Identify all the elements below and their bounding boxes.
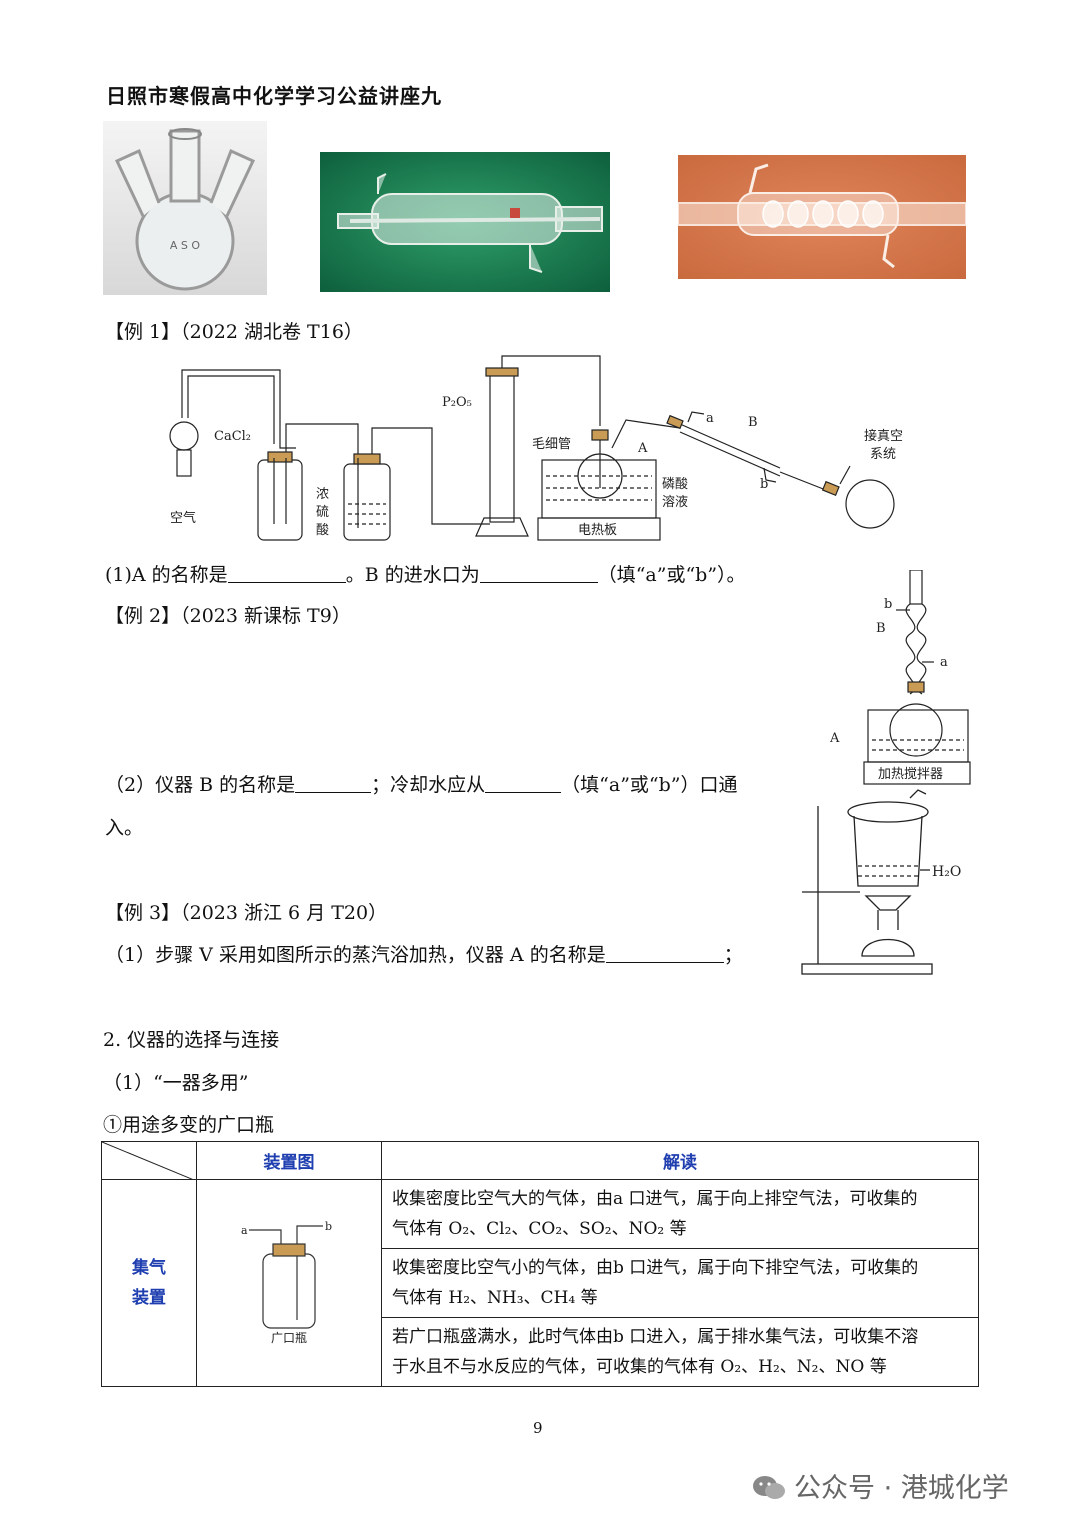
photo-brand-label: A S O [170,239,201,252]
row-label-gas-collection: 集气 装置 [101,1179,197,1387]
example2-question-line2: 入。 [105,817,144,839]
example2-reflux-diagram: b B a A 加热搅拌器 [829,570,971,785]
bottle-usage-table: 装置图 解读 集气 装置 a b 广口瓶 收集密度比空气大的气体，由a [101,1141,979,1387]
condenser-b-label: B [748,415,758,430]
watermark: 公众号 · 港城化学 [752,1466,1009,1505]
answer-blank-5[interactable] [605,944,724,963]
reflux-b-label: b [884,597,892,612]
bottle-name-label: 广口瓶 [271,1331,307,1345]
section2-sub2: ①用途多变的广口瓶 [103,1114,275,1136]
wechat-icon [752,1475,786,1501]
answer-blank-1[interactable] [227,564,346,583]
example3-question: （1）步骤 V 采用如图所示的蒸汽浴加热，仪器 A 的名称是； [105,944,743,966]
bottle-a-label: a [241,1224,248,1237]
conc-acid-label-3: 酸 [316,523,329,538]
reflux-condenser-label: B [876,621,886,636]
answer-blank-2[interactable] [479,564,598,583]
phosphoric-label-2: 溶液 [662,495,688,510]
bottle-b-label: b [325,1220,332,1233]
flask-a-label: A [637,441,648,456]
reflux-a-label: a [940,655,948,670]
example2-heading: 【例 2】（2023 新课标 T9） [105,605,351,627]
example3-steam-bath-diagram: H₂O [801,789,961,975]
section2-sub1: （1）“一器多用” [103,1072,249,1094]
inlet-b-label: b [760,477,768,492]
conc-acid-label-2: 硫 [316,505,329,520]
phosphoric-label-1: 磷酸 [662,477,688,492]
inlet-a-label: a [706,411,714,426]
table-row: 若广口瓶盛满水，此时气体由b 口进入，属于排水集气法，可收集不溶 于水且不与水反… [381,1317,979,1387]
stirrer-label: 加热搅拌器 [878,766,943,782]
example1-apparatus-diagram: CaCl₂ 空气 浓 硫 酸 P₂O₅ 毛细管 A 磷酸 溶液 电热板 a B … [169,355,903,541]
capillary-label: 毛细管 [532,437,571,452]
reflux-A-label: A [829,731,840,746]
vacuum-label-2: 系统 [870,447,896,462]
header-device: 装置图 [196,1141,382,1180]
conc-acid-label-1: 浓 [316,487,329,502]
air-label: 空气 [170,510,196,526]
example1-question: (1)A 的名称是。B 的进水口为（填“a”或“b”）。 [105,564,746,586]
three-neck-flask-photo: A S O [103,121,267,295]
wide-mouth-bottle-diagram: a b 广口瓶 [241,1220,332,1345]
page-title: 日照市寒假高中化学学习公益讲座九 [106,84,442,108]
answer-blank-3[interactable] [295,774,372,793]
header-reading: 解读 [381,1141,979,1180]
p2o5-label: P₂O₅ [442,395,472,410]
example3-heading: 【例 3】（2023 浙江 6 月 T20） [105,902,388,924]
section2-heading: 2. 仪器的选择与连接 [103,1029,280,1051]
cacl2-label: CaCl₂ [214,429,251,444]
vacuum-label-1: 接真空 [864,428,903,444]
answer-blank-4[interactable] [485,774,562,793]
table-row: 收集密度比空气大的气体，由a 口进气，属于向上排空气法，可收集的 气体有 O₂、… [381,1179,979,1249]
example2-question-line1: （2）仪器 B 的名称是；冷却水应从（填“a”或“b”）口通 [105,774,738,796]
page-number: 9 [533,1419,543,1437]
hotplate-label: 电热板 [578,523,617,538]
bulb-condenser-photo-orange [678,155,966,279]
table-corner-cell [101,1141,197,1180]
bottle-diagram-cell: a b 广口瓶 [196,1179,382,1387]
h2o-label: H₂O [932,864,961,880]
example1-heading: 【例 1】（2022 湖北卷 T16） [105,321,363,343]
table-row: 收集密度比空气小的气体，由b 口进气，属于向下排空气法，可收集的 气体有 H₂、… [381,1248,979,1318]
condenser-photo-green [320,152,610,292]
